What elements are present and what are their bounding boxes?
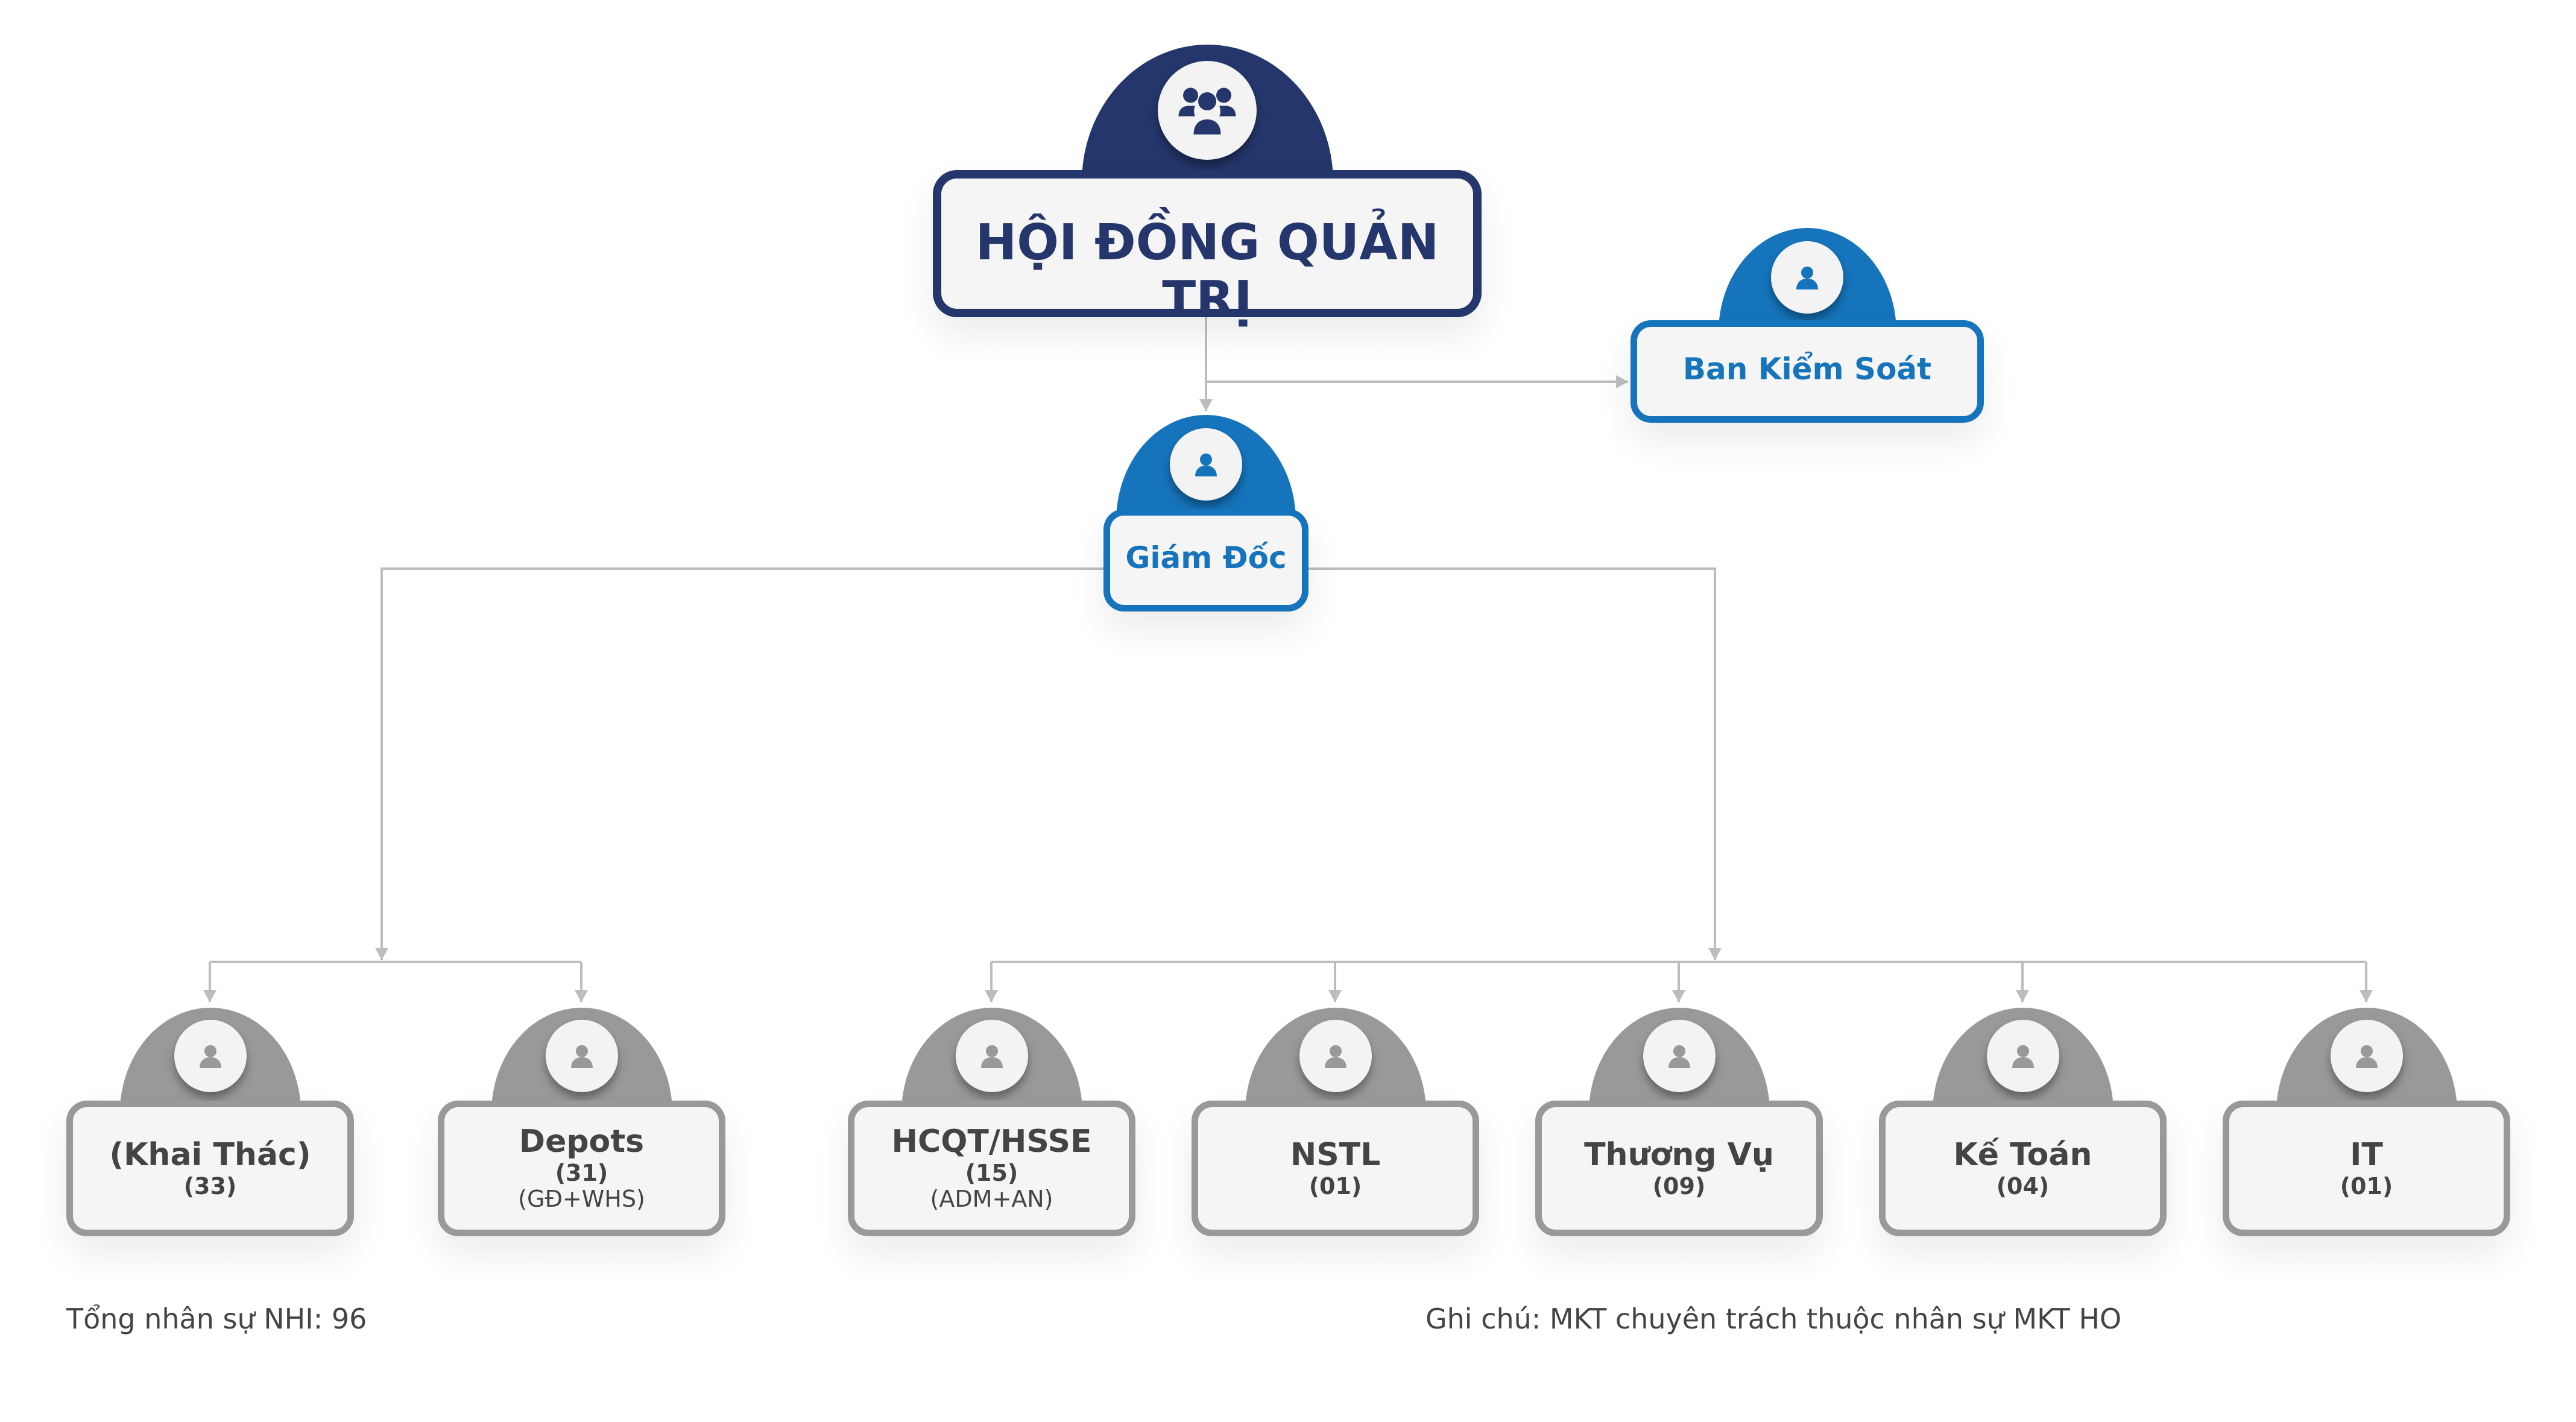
node-department[interactable]: (Khai Thác)(33)	[66, 1008, 354, 1236]
node-box: Thương Vụ(09)	[1535, 1101, 1823, 1236]
arrowhead	[575, 990, 588, 1002]
arrowhead	[2360, 990, 2373, 1002]
dept-name: Kế Toán	[1953, 1137, 2092, 1173]
dept-count: (15)	[965, 1159, 1018, 1186]
user-icon	[2330, 1020, 2403, 1092]
arrowhead	[985, 990, 998, 1002]
arrowhead	[1708, 948, 1722, 960]
node-box: Ban Kiểm Soát	[1631, 320, 1984, 423]
arrowhead	[1616, 375, 1628, 388]
user-icon	[1771, 241, 1843, 314]
node-box: HCQT/HSSE(15)(ADM+AN)	[848, 1101, 1135, 1236]
node-title: HỘI ĐỒNG QUẢN TRỊ	[975, 214, 1439, 329]
user-icon	[1299, 1020, 1372, 1092]
node-title: Ban Kiểm Soát	[1682, 352, 1932, 387]
user-icon	[545, 1020, 618, 1092]
dept-name: Depots	[519, 1123, 645, 1160]
arrowhead	[375, 948, 388, 960]
dept-name: HCQT/HSSE	[891, 1123, 1092, 1160]
users-group-icon	[1158, 61, 1257, 160]
node-box: Giám Đốc	[1103, 509, 1309, 611]
user-icon	[174, 1020, 247, 1092]
connector	[380, 567, 1103, 960]
node-department[interactable]: HCQT/HSSE(15)(ADM+AN)	[848, 1008, 1135, 1236]
arrowhead	[203, 990, 216, 1002]
node-department[interactable]: NSTL(01)	[1192, 1008, 1479, 1236]
node-box: HỘI ĐỒNG QUẢN TRỊ	[933, 170, 1482, 328]
user-icon	[1170, 428, 1242, 501]
dept-count: (31)	[555, 1159, 608, 1186]
node-box: Kế Toán(04)	[1879, 1101, 2167, 1236]
user-icon	[955, 1020, 1028, 1092]
connector	[1309, 567, 1716, 960]
user-icon	[1643, 1020, 1716, 1092]
footnote: Ghi chú: MKT chuyên trách thuộc nhân sự …	[1425, 1303, 2122, 1335]
dept-count: (01)	[1309, 1172, 1362, 1199]
dept-sub: (ADM+AN)	[930, 1186, 1053, 1213]
dept-name: NSTL	[1290, 1137, 1381, 1173]
dept-count: (09)	[1652, 1172, 1706, 1199]
node-department[interactable]: Depots(31)(GĐ+WHS)	[438, 1008, 725, 1236]
node-supervisory[interactable]: Ban Kiểm Soát	[1631, 228, 1984, 423]
total-staff-note: Tổng nhân sự NHI: 96	[66, 1303, 367, 1335]
arrowhead	[1328, 990, 1342, 1002]
dept-count: (01)	[2340, 1172, 2393, 1199]
arrowhead	[2016, 990, 2029, 1002]
node-box: Depots(31)(GĐ+WHS)	[438, 1101, 725, 1236]
node-box: NSTL(01)	[1192, 1101, 1479, 1236]
dept-count: (33)	[183, 1172, 237, 1199]
node-department[interactable]: IT(01)	[2223, 1008, 2510, 1236]
dept-sub: (GĐ+WHS)	[518, 1186, 645, 1213]
arrowhead	[1199, 399, 1213, 411]
dept-name: Thương Vụ	[1584, 1137, 1774, 1173]
dept-name: IT	[2350, 1137, 2383, 1173]
user-icon	[1986, 1020, 2059, 1092]
node-box: (Khai Thác)(33)	[66, 1101, 354, 1236]
node-department[interactable]: Thương Vụ(09)	[1535, 1008, 1823, 1236]
node-box: IT(01)	[2223, 1101, 2510, 1236]
dept-count: (04)	[1996, 1172, 2050, 1199]
node-board[interactable]: HỘI ĐỒNG QUẢN TRỊ	[933, 45, 1482, 328]
node-director[interactable]: Giám Đốc	[1103, 415, 1309, 611]
arrowhead	[1672, 990, 1685, 1002]
node-title: Giám Đốc	[1125, 540, 1287, 575]
dept-name: (Khai Thác)	[109, 1137, 311, 1173]
node-department[interactable]: Kế Toán(04)	[1879, 1008, 2167, 1236]
